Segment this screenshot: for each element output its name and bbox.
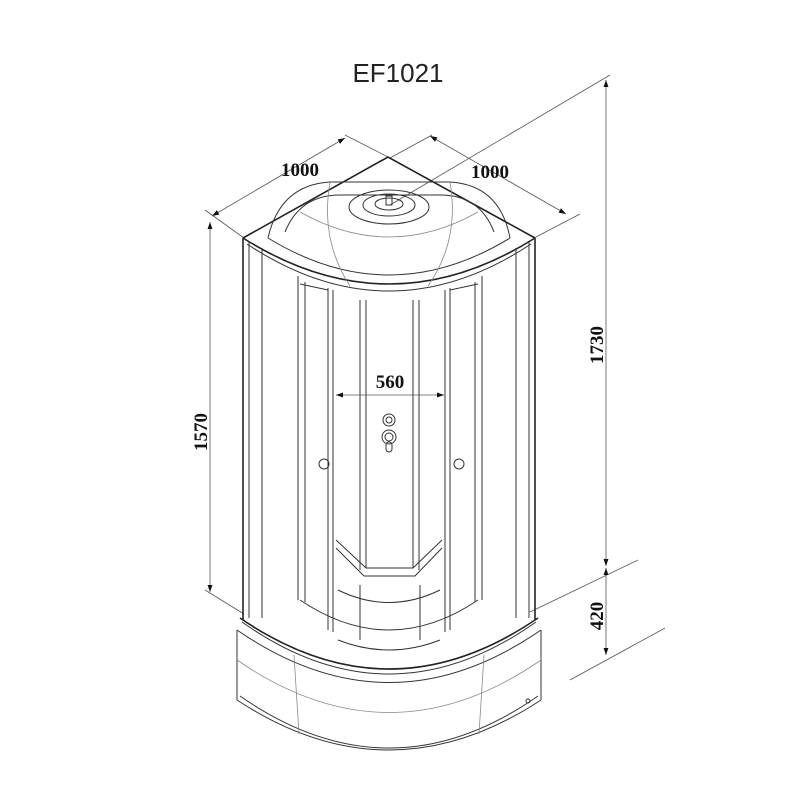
cabin-height-label: 1570 (191, 413, 212, 451)
width-left-label: 1000 (281, 160, 319, 181)
dimension-tray-height: 420 (529, 559, 666, 681)
door-opening-label: 560 (376, 372, 405, 393)
dimension-total-height: 1730 (389, 74, 611, 566)
tray-height-label: 420 (587, 602, 608, 631)
width-right-label: 1000 (471, 162, 509, 183)
cabin-right-side (444, 238, 536, 632)
shower-tray (236, 599, 542, 751)
model-title: EF1021 (352, 58, 443, 88)
dimension-width-left: 1000 (204, 134, 391, 239)
total-height-label: 1730 (587, 326, 608, 364)
cabin-back-wall (335, 300, 443, 651)
cabin-left-side (242, 238, 334, 632)
cabin-roof (242, 156, 536, 292)
dimension-cabin-height: 1570 (191, 222, 245, 615)
dimension-width-right: 1000 (389, 134, 581, 239)
dimension-door-opening: 560 (336, 372, 444, 398)
